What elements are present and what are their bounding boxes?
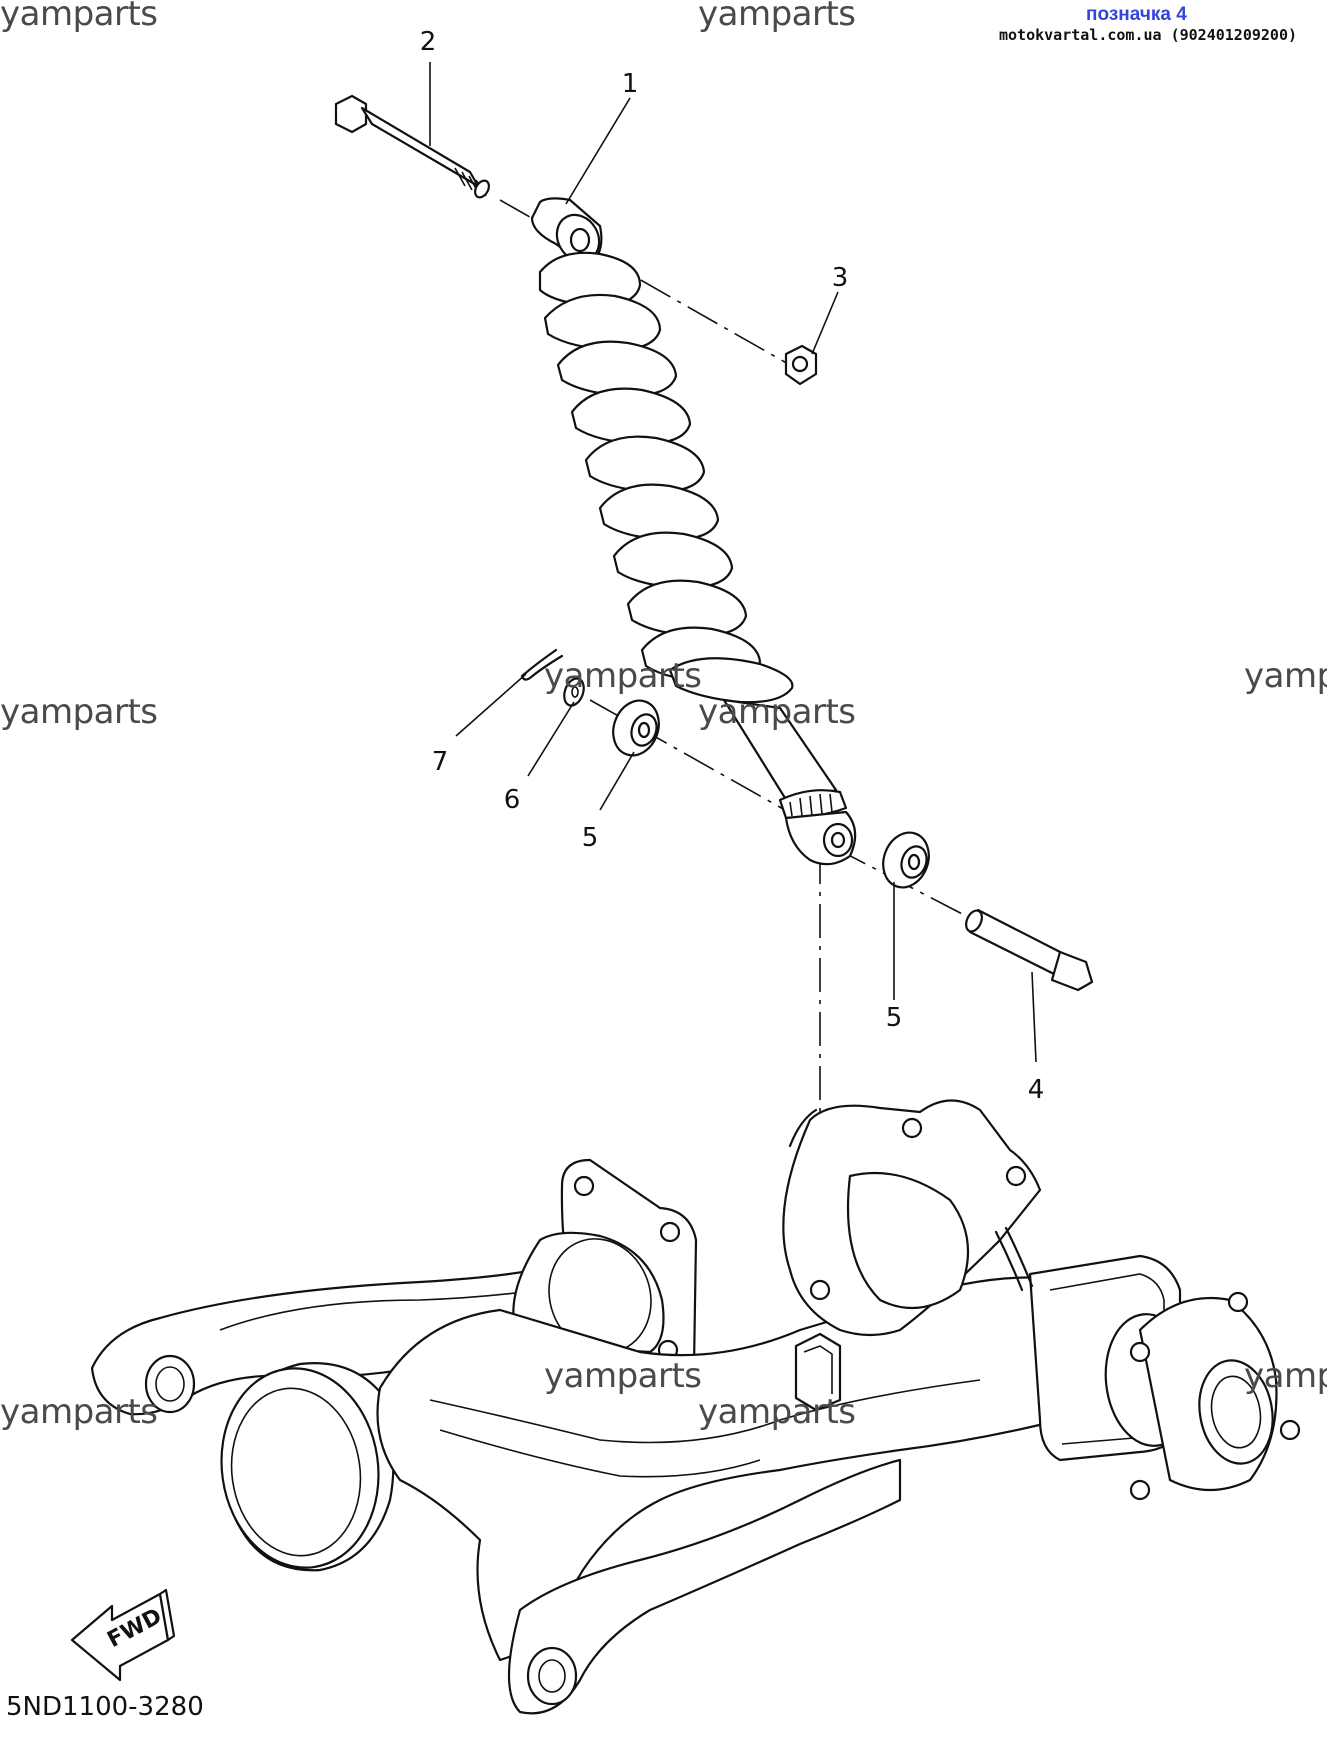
callout-7: 7	[431, 747, 449, 777]
part-3-nut	[784, 344, 818, 386]
callout-3: 3	[831, 263, 849, 293]
callout-4: 4	[1027, 1075, 1045, 1105]
part-4-pin	[965, 908, 1094, 992]
diagram-code: 5ND1100-3280	[6, 1692, 204, 1722]
watermark: yamparts	[0, 1392, 158, 1432]
callout-5-right: 5	[885, 1003, 903, 1033]
callout-1: 1	[621, 69, 639, 99]
part-5-collar-right	[882, 831, 930, 889]
rear-axle-housing	[90, 1099, 1301, 1715]
watermark: yamparts	[544, 1356, 702, 1396]
callout-2: 2	[419, 27, 437, 57]
watermark: yamparts	[544, 656, 702, 696]
spring-coils	[538, 251, 762, 684]
watermark: yamparts	[0, 0, 158, 34]
part-5-collar-left	[612, 699, 660, 757]
shop-info: motokvartal.com.ua (902401209200)	[998, 26, 1297, 44]
callout-5-left: 5	[581, 823, 599, 853]
fwd-arrow-icon	[70, 1588, 176, 1682]
part-2-bolt	[334, 94, 490, 199]
watermark: yamparts	[698, 692, 856, 732]
part-6-washer	[563, 677, 585, 707]
leader-lines	[429, 62, 1037, 1063]
marker-label: позначка 4	[1086, 4, 1187, 25]
part-1-shock-absorber	[530, 197, 857, 866]
watermark: yamparts	[1244, 1356, 1327, 1396]
watermark: yamparts	[0, 692, 158, 732]
watermark: yamparts	[1244, 656, 1327, 696]
watermark: yamparts	[698, 1392, 856, 1432]
callout-6: 6	[503, 785, 521, 815]
watermark: yamparts	[698, 0, 856, 34]
